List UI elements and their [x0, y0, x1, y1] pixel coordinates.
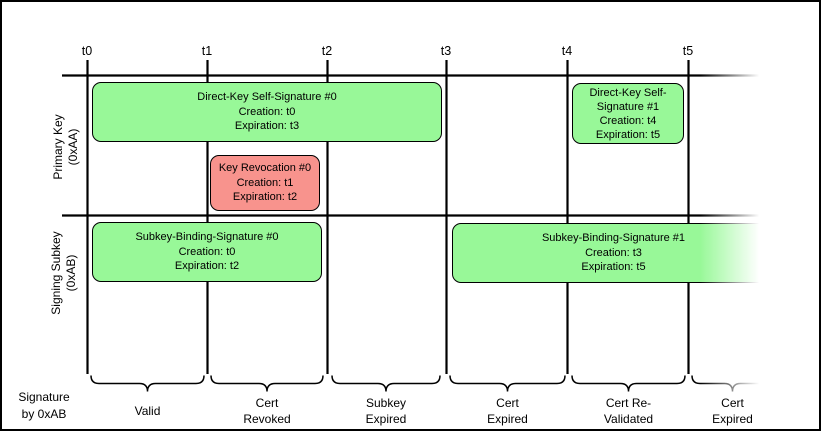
- box-creation: Creation: t1: [236, 176, 294, 189]
- period-label-cert-expired-2: Cert Expired: [712, 396, 753, 426]
- direct-key-self-signature-1-box: Direct-Key Self-Signature #1 Creation: t…: [572, 83, 684, 144]
- box-title: Subkey-Binding-Signature #0: [135, 231, 279, 244]
- brace-cert-revalidated: [571, 375, 686, 392]
- box-title: Key Revocation #0: [218, 162, 312, 175]
- box-expiration: Expiration: t5: [595, 128, 661, 141]
- brace-subkey-expired: [331, 375, 441, 392]
- box-title: Direct-Key Self-Signature #0: [197, 91, 337, 104]
- tick-label-t1: t1: [201, 44, 213, 58]
- box-creation: Creation: t0: [238, 105, 296, 118]
- tick-label-t4: t4: [561, 44, 573, 58]
- period-label-subkey-expired: Subkey Expired: [365, 396, 407, 426]
- direct-key-self-signature-0-box: Direct-Key Self-Signature #0 Creation: t…: [92, 82, 442, 142]
- key-revocation-0-box: Key Revocation #0 Creation: t1 Expiratio…: [210, 155, 320, 211]
- row-label-signing-subkey: Signing Subkey (0xAB): [49, 231, 78, 315]
- period-label-valid: Valid: [134, 404, 161, 418]
- box-creation: Creation: t4: [599, 114, 657, 127]
- tick-label-t0: t0: [81, 44, 93, 58]
- tick-label-t2: t2: [321, 44, 333, 58]
- bottom-axis-label: Signature by 0xAB: [18, 390, 70, 421]
- box-expiration: Expiration: t5: [581, 261, 646, 274]
- brace-valid: [90, 375, 205, 392]
- box-creation: Creation: t0: [178, 245, 236, 258]
- box-title: Subkey-Binding-Signature #1: [541, 232, 686, 245]
- box-creation: Creation: t3: [585, 246, 642, 259]
- box-title: Direct-Key Self-Signature #1: [589, 86, 667, 113]
- period-label-cert-revalidated: Cert Re- Validated: [603, 396, 654, 426]
- brace-cert-revoked: [210, 375, 324, 392]
- box-expiration: Expiration: t3: [234, 120, 300, 133]
- right-fade-gradient: [700, 58, 776, 394]
- period-label-cert-expired: Cert Expired: [487, 396, 528, 426]
- brace-cert-revalidated-left: [449, 375, 566, 392]
- tick-label-t3: t3: [440, 44, 452, 58]
- period-label-cert-revoked: Cert Revoked: [243, 396, 291, 426]
- box-expiration: Expiration: t2: [232, 191, 298, 204]
- tick-label-t5: t5: [682, 44, 694, 58]
- box-expiration: Expiration: t2: [174, 260, 240, 273]
- subkey-binding-signature-0-box: Subkey-Binding-Signature #0 Creation: t0…: [92, 222, 322, 282]
